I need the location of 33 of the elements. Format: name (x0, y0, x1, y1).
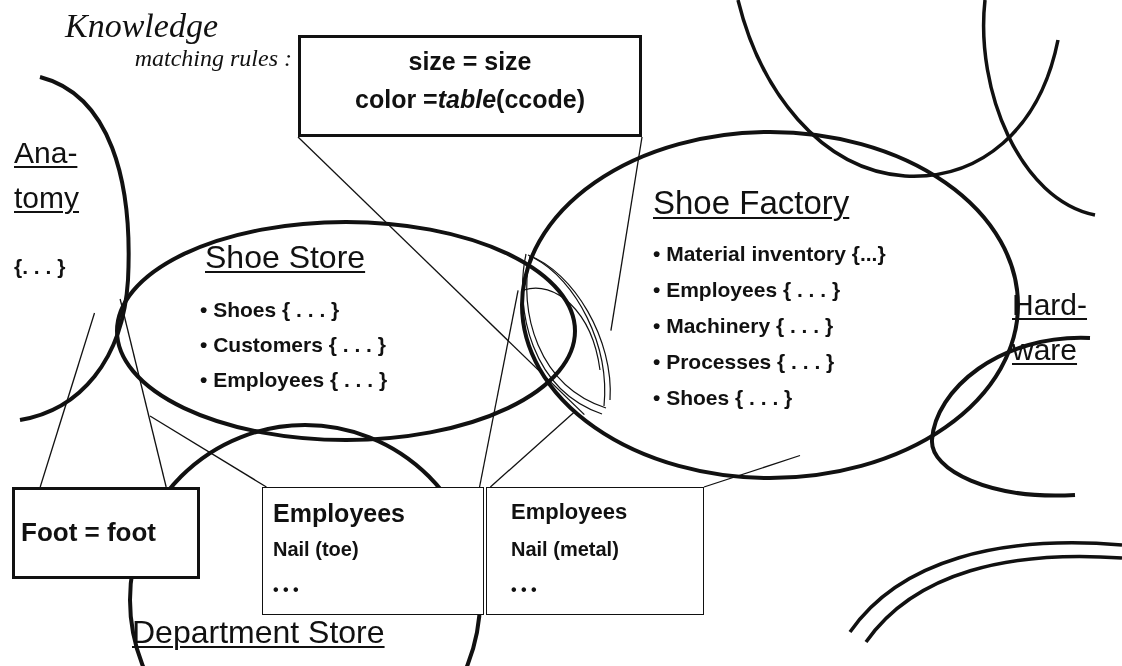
leader-line (489, 410, 576, 488)
domain-title: Ana- tomy (14, 135, 80, 216)
heading-text: matching rules : (134, 45, 292, 72)
rule-text: • • • (273, 581, 299, 599)
item-text: • Material inventory {...} (653, 242, 886, 266)
item-text: • Customers { . . . } (200, 333, 386, 357)
leader-line (297, 136, 586, 416)
domain-title: Shoe Factory (653, 185, 850, 222)
item-text: • Employees { . . . } (653, 278, 841, 302)
item-text: • Shoes { . . . } (200, 298, 340, 322)
item-text: • Shoes { . . . } (653, 386, 793, 410)
leader-line (149, 415, 268, 488)
rule-text: • • • (511, 581, 537, 599)
domain-title: Shoe Store (205, 240, 366, 276)
rule-text: Nail (metal) (511, 538, 619, 560)
leader-line (478, 289, 519, 488)
item-text: • Processes { . . . } (653, 350, 835, 374)
leader-line (610, 136, 643, 332)
item-text: • Machinery { . . . } (653, 314, 834, 338)
item-text: {. . . } (14, 255, 66, 279)
leader-line (39, 312, 96, 488)
rule-text: Employees (273, 500, 405, 528)
domain-ellipse (115, 220, 577, 442)
rule-text: size = size (407, 48, 533, 76)
domain-title: Department Store (132, 615, 385, 651)
heading-text: Knowledge (65, 7, 218, 45)
leader-line (119, 298, 167, 488)
rule-text: Foot = foot (21, 518, 156, 547)
rule-text: Employees (511, 500, 628, 525)
item-text: • Employees { . . . } (200, 368, 388, 392)
leader-line (703, 454, 801, 488)
rule-text: color =table(ccode) (354, 86, 586, 114)
rule-text: Nail (toe) (273, 538, 359, 560)
